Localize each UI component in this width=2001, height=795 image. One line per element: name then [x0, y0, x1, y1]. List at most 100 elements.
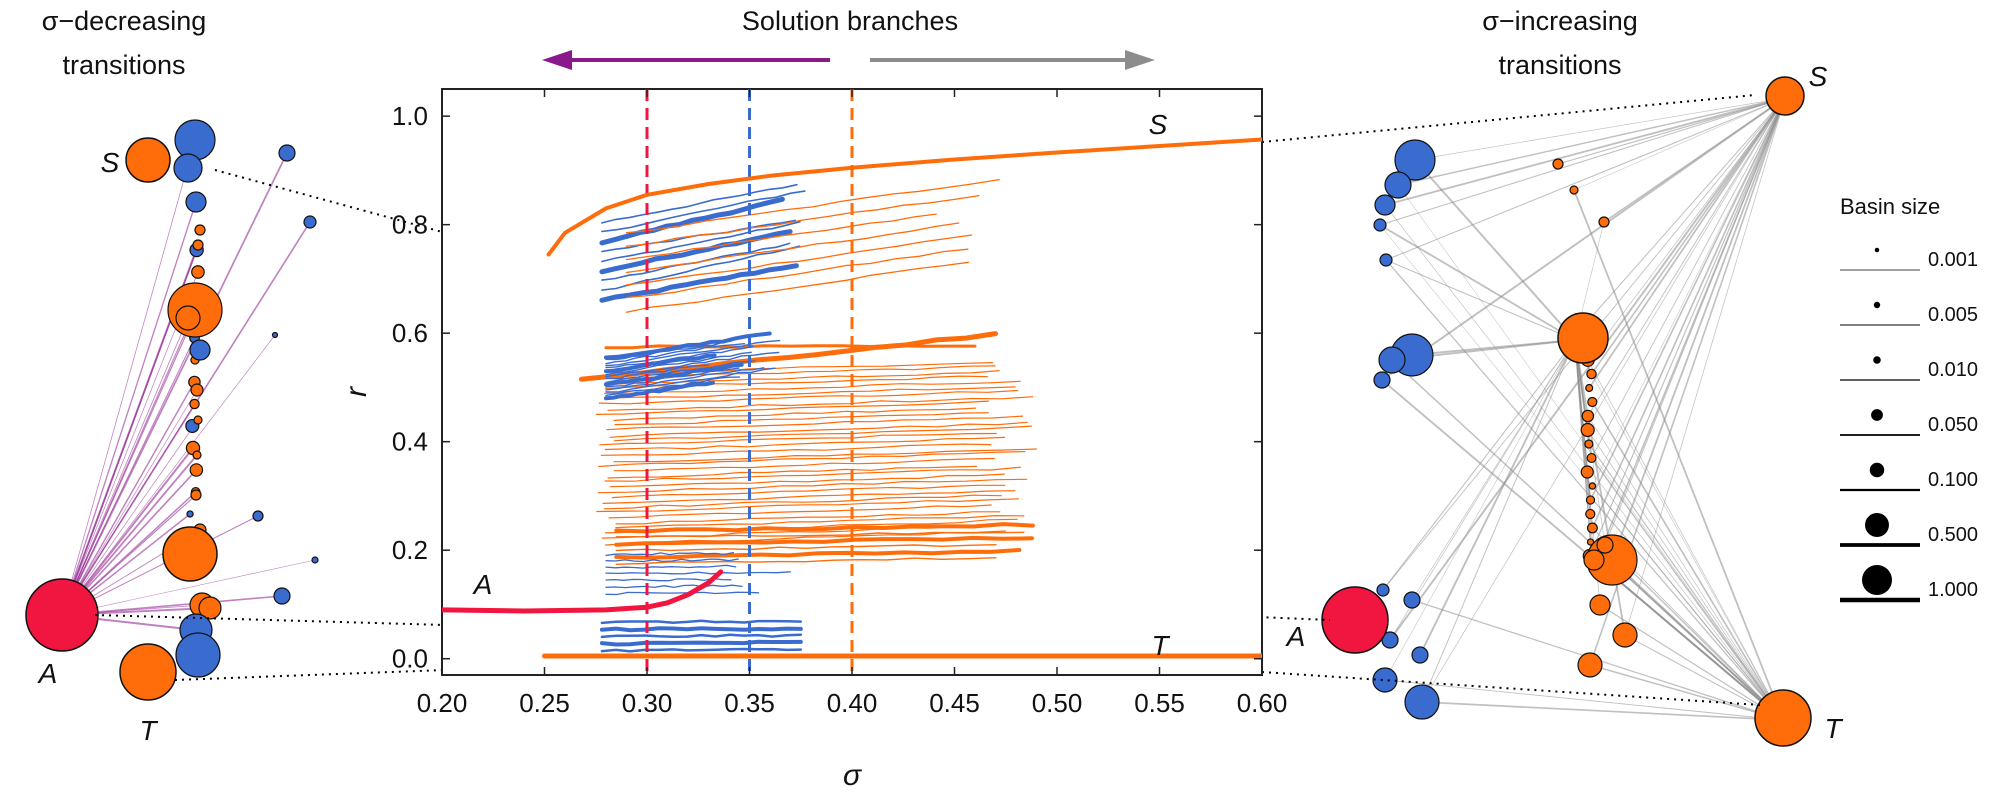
network-node [1552, 158, 1564, 170]
network-node [198, 596, 222, 620]
network-edge [1590, 97, 1786, 375]
network-edge [1419, 339, 1576, 656]
legend-title: Basin size [1840, 194, 1940, 219]
annotation-A: A [472, 569, 493, 600]
network-edge [1389, 339, 1576, 641]
branch-curve [605, 343, 746, 365]
network-edge [1397, 95, 1786, 186]
network-node [189, 463, 204, 477]
network-edge [1384, 204, 1784, 721]
network-node [1589, 594, 1611, 616]
network-node [1378, 346, 1406, 374]
network-edge [1385, 97, 1786, 261]
branch-curve [625, 261, 969, 313]
network-node [278, 144, 296, 162]
network-node [1373, 371, 1391, 389]
branch-curve [603, 494, 1002, 510]
network-edge [61, 317, 189, 616]
network-edge [1604, 97, 1786, 546]
network-edge [1591, 97, 1786, 459]
network-node [1588, 482, 1597, 490]
right-node-S [1765, 76, 1805, 116]
branch-curve [615, 511, 1001, 525]
branch-curve [596, 498, 1019, 513]
branch-curve [605, 571, 791, 575]
left-node-S [125, 137, 171, 183]
legend-node [1865, 513, 1889, 537]
network-edge [1573, 97, 1786, 191]
branch-curve [604, 331, 772, 360]
x-tick-label: 0.40 [827, 688, 878, 718]
branch-curve [605, 345, 754, 369]
network-node [1577, 652, 1603, 678]
branch-curve [613, 457, 995, 472]
branch-curve [614, 362, 994, 375]
branch-curve [605, 364, 710, 380]
network-edge [61, 381, 196, 616]
x-tick-label: 0.35 [724, 688, 775, 718]
increasing-direction-arrow [870, 50, 1155, 70]
network-node [1394, 139, 1436, 181]
network-node [1586, 452, 1597, 464]
branch-curve [605, 351, 752, 376]
network-edge [1599, 604, 1784, 721]
network-nodes [25, 119, 319, 701]
x-tick-label: 0.55 [1134, 688, 1185, 718]
network-edge [1611, 97, 1787, 561]
network-edge [61, 559, 316, 616]
network-edge [1611, 559, 1784, 721]
network-node [1384, 171, 1412, 199]
branch-curve [600, 443, 992, 456]
branch-curve [625, 194, 980, 247]
branch-curve [605, 591, 760, 596]
network-edge [1624, 97, 1786, 636]
legend-label: 0.500 [1928, 524, 1978, 546]
network-edge [1382, 339, 1576, 591]
network-node [175, 632, 221, 678]
branch-curve [625, 178, 1000, 234]
network-edge [61, 419, 199, 616]
network-nodes [1321, 76, 1812, 747]
network-edge [1421, 339, 1576, 703]
branch-curve [599, 626, 803, 633]
network-node [1612, 622, 1638, 648]
branch-curve [598, 451, 1026, 468]
legend-label: 0.005 [1928, 304, 1978, 326]
network-edge [1384, 339, 1576, 681]
branch-curve [604, 380, 715, 401]
network-edge [61, 139, 196, 616]
network-node [191, 265, 205, 279]
network-edge [1590, 457, 1784, 721]
network-edge [1385, 259, 1784, 721]
y-tick-label: 0.8 [392, 210, 428, 240]
network-node [1580, 422, 1595, 438]
network-edge [61, 389, 198, 616]
legend-label: 0.100 [1928, 469, 1978, 491]
network-node [1586, 538, 1595, 546]
network-node [186, 510, 194, 518]
network-node [311, 556, 319, 564]
network-edge [1588, 443, 1784, 721]
network-node [173, 153, 203, 183]
network-edge [1587, 359, 1784, 721]
branch-curve [614, 412, 989, 426]
branch-curve [597, 478, 1028, 494]
x-tick-label: 0.45 [929, 688, 980, 718]
branch-curve [614, 548, 1022, 560]
branch-curve [600, 619, 803, 625]
legend-node [1873, 356, 1881, 364]
network-node [1586, 368, 1597, 380]
branch-curve [625, 213, 937, 261]
annotation-T: T [1151, 630, 1170, 661]
network-edge [1579, 97, 1786, 331]
y-tick-label: 1.0 [392, 101, 428, 131]
branch-curve [604, 353, 717, 374]
branch-curve [614, 522, 1035, 534]
branch-curve [604, 466, 1022, 482]
network-node [1598, 216, 1610, 228]
basin-size-legend: Basin size 0.0010.0050.0100.0500.1000.50… [1840, 194, 1978, 603]
branch-curve [605, 584, 743, 589]
decreasing-direction-arrow [542, 50, 830, 70]
branch-curve [607, 396, 1034, 411]
network-node [189, 339, 211, 361]
